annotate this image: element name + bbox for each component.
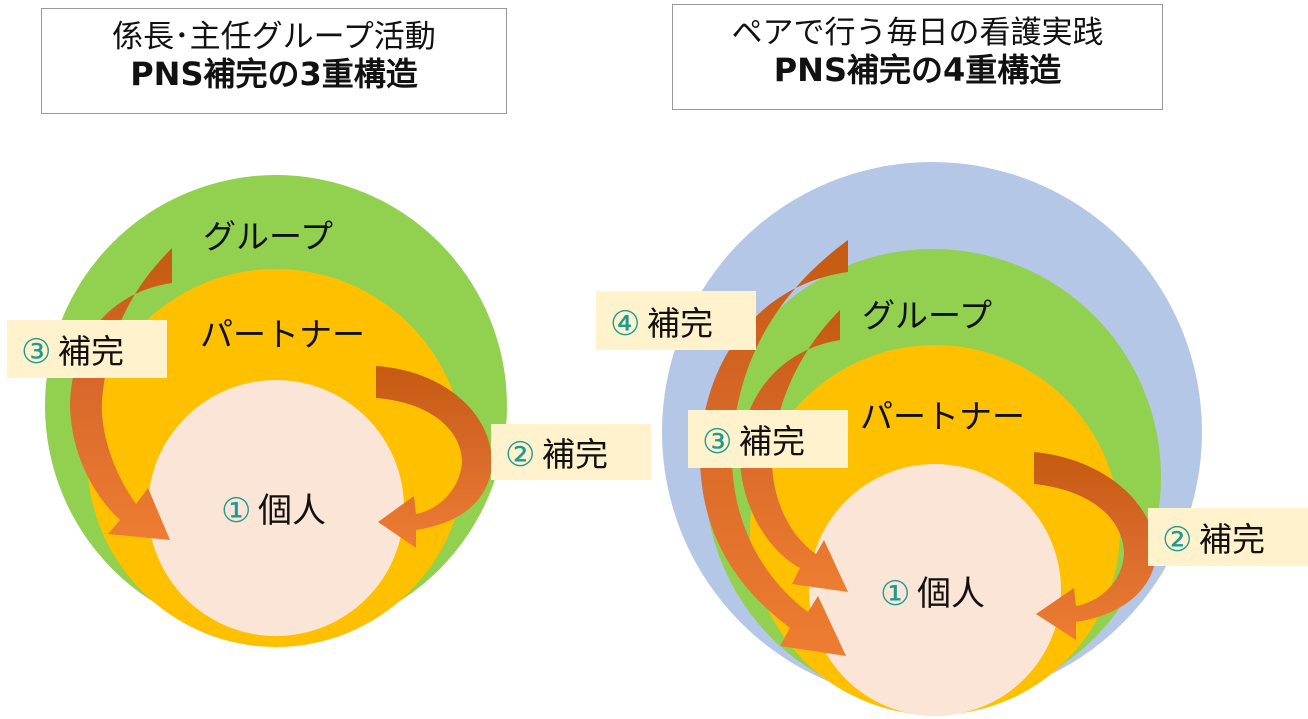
left-partner-label: パートナー bbox=[200, 315, 365, 354]
right-group-label: グループ bbox=[862, 296, 992, 335]
right-complement-3-label: ③ 補完 bbox=[688, 410, 848, 468]
left-title-box: 係長･主任グループ活動 PNS補完の3重構造 bbox=[41, 8, 507, 114]
left-group-label: グループ bbox=[203, 217, 333, 256]
right-individual-text: 個人 bbox=[917, 574, 985, 614]
left-arrow-2 bbox=[376, 366, 492, 548]
right-individual-label: ① 個人 bbox=[880, 574, 985, 614]
right-diagram: グループ パートナー ① 個人 ② 補完 ③ 補完 ④ 補完 bbox=[596, 162, 1308, 716]
right-individual-number: ① bbox=[880, 574, 910, 614]
right-complement-4-number: ④ bbox=[610, 304, 640, 344]
right-individual-circle bbox=[809, 464, 1061, 716]
right-title-line2: PNS補完の4重構造 bbox=[773, 51, 1062, 89]
right-complement-2-number: ② bbox=[1162, 520, 1192, 560]
right-complement-3-number: ③ bbox=[702, 422, 732, 462]
left-title-line2: PNS補完の3重構造 bbox=[130, 55, 418, 93]
left-complement-2-label: ② 補完 bbox=[491, 424, 651, 480]
left-complement-2-number: ② bbox=[505, 435, 535, 475]
left-complement-2-text: 補完 bbox=[542, 435, 608, 474]
left-complement-3-text: 補完 bbox=[58, 332, 124, 371]
left-individual-number: ① bbox=[221, 491, 251, 531]
left-individual-circle bbox=[148, 380, 404, 636]
left-complement-3-label: ③ 補完 bbox=[7, 320, 167, 378]
left-diagram: グループ パートナー ① 個人 ② 補完 ③ 補完 bbox=[7, 175, 651, 647]
left-arrow-3 bbox=[70, 248, 172, 540]
right-complement-4-label: ④ 補完 bbox=[596, 291, 756, 350]
right-complement-2-text: 補完 bbox=[1199, 520, 1265, 559]
right-complement-2-label: ② 補完 bbox=[1148, 508, 1308, 566]
right-partner-label: パートナー bbox=[860, 397, 1025, 436]
left-complement-3-number: ③ bbox=[21, 332, 51, 372]
right-arrow-2 bbox=[1034, 452, 1156, 640]
right-complement-4-text: 補完 bbox=[647, 304, 713, 343]
left-individual-label: ① 個人 bbox=[221, 491, 326, 531]
right-arrow-3 bbox=[740, 310, 848, 592]
right-title-line1: ペアで行う毎日の看護実践 bbox=[731, 15, 1104, 51]
right-complement-3-text: 補完 bbox=[739, 422, 805, 461]
right-title-box: ペアで行う毎日の看護実践 PNS補完の4重構造 bbox=[672, 4, 1163, 110]
left-individual-text: 個人 bbox=[258, 491, 326, 531]
left-title-line1: 係長･主任グループ活動 bbox=[112, 19, 436, 55]
